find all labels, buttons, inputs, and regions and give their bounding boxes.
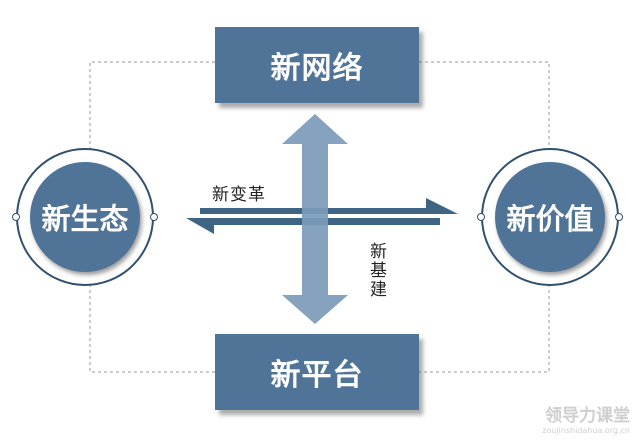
box-new-network: 新网络 — [215, 27, 419, 103]
dashed-connector-top-right — [419, 61, 550, 150]
box-new-platform-label: 新平台 — [270, 358, 364, 393]
dashed-connector-bottom-right — [419, 284, 550, 373]
watermark-url: zoujinshidahua.org.cn — [542, 426, 630, 435]
dashed-connector-top-left — [89, 61, 215, 150]
arrow-right-to-value — [200, 198, 458, 214]
ring-dot-right-inner — [615, 213, 623, 221]
box-new-network-label: 新网络 — [270, 51, 364, 86]
vertical-double-arrow — [282, 114, 348, 324]
arrow-left-to-ecosystem — [186, 218, 440, 234]
circle-new-ecosystem-core: 新生态 — [30, 162, 140, 272]
dashed-connector-bottom-left — [89, 284, 215, 373]
circle-new-value: 新价值 — [481, 148, 619, 286]
circle-new-value-label: 新价值 — [506, 202, 594, 236]
label-new-reform: 新变革 — [212, 185, 266, 205]
watermark: 领导力课堂 zoujinshidahua.org.cn — [542, 401, 630, 435]
ring-dot-left-inner — [150, 213, 158, 221]
circle-new-ecosystem: 新生态 — [16, 148, 154, 286]
ring-dot-right-outer — [477, 213, 485, 221]
circle-new-ecosystem-label: 新生态 — [41, 202, 129, 236]
watermark-name: 领导力课堂 — [545, 406, 630, 426]
box-new-platform: 新平台 — [215, 334, 419, 410]
label-new-infrastructure: 新基建 — [366, 242, 386, 299]
circle-new-value-core: 新价值 — [495, 162, 605, 272]
ring-dot-left-outer — [12, 213, 20, 221]
